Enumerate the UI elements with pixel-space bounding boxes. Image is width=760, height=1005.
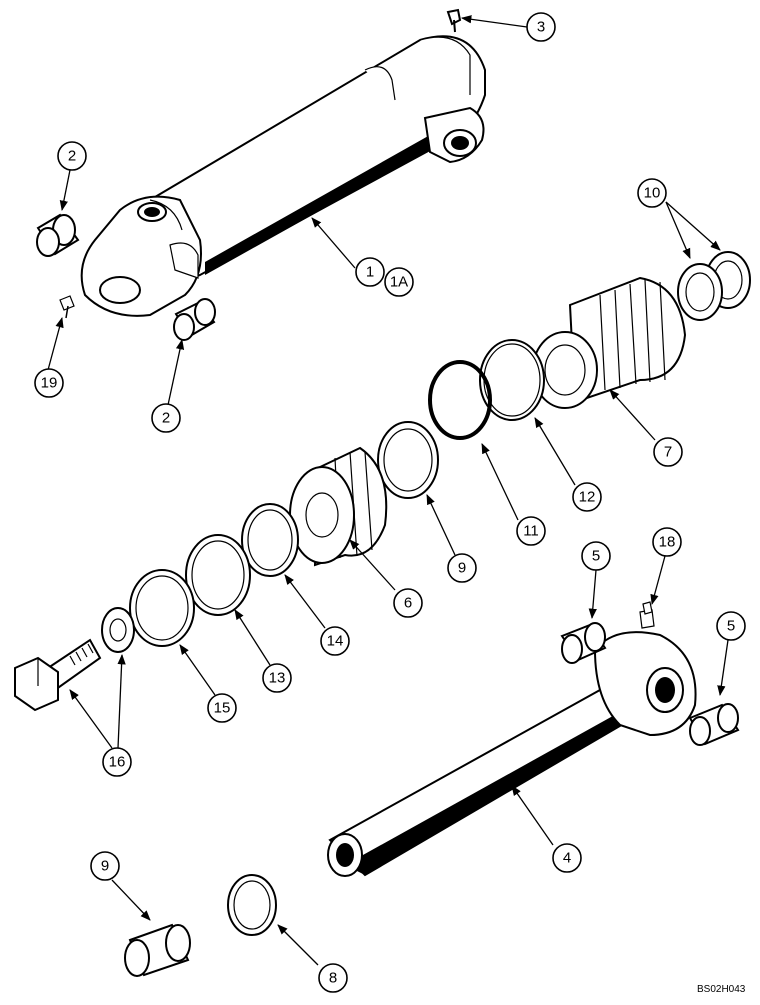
callout-label: 8	[329, 970, 337, 987]
callout-label: 14	[327, 633, 344, 650]
callout-label: 16	[109, 754, 126, 771]
callout-label: 2	[162, 410, 170, 427]
bushing-upper-left	[36, 213, 80, 257]
callout-16: 16	[102, 747, 132, 777]
callout-5-left: 5	[581, 541, 611, 571]
callout-3: 3	[526, 12, 556, 42]
callout-label: 15	[214, 700, 231, 717]
callout-11: 11	[516, 516, 546, 546]
callout-label: 18	[659, 534, 676, 551]
ring-13	[185, 534, 251, 616]
seal-rings	[677, 251, 751, 321]
callout-4: 4	[552, 843, 582, 873]
callout-13: 13	[262, 663, 292, 693]
callout-18: 18	[652, 527, 682, 557]
callout-19: 19	[34, 368, 64, 398]
gland	[532, 276, 687, 409]
leader-lines	[47, 15, 729, 966]
bushing-9-lower	[124, 923, 191, 977]
callout-label: 19	[41, 375, 58, 392]
ring-8	[227, 874, 277, 936]
callout-6: 6	[393, 588, 423, 618]
callout-label: 10	[644, 185, 661, 202]
ring-15	[129, 569, 195, 647]
callout-15: 15	[207, 693, 237, 723]
callout-2-lower: 2	[151, 403, 181, 433]
bushing-upper-right	[173, 298, 216, 341]
bushing-rod-left	[560, 622, 607, 664]
callout-7: 7	[653, 437, 683, 467]
callout-1a: 1A	[384, 267, 414, 297]
callout-label: 5	[727, 618, 735, 635]
callout-label: 2	[68, 148, 76, 165]
piston	[289, 446, 388, 567]
callout-9-upper: 9	[447, 553, 477, 583]
grease-fitting-rod	[639, 601, 655, 629]
drawing-reference-code: BS02H043	[697, 984, 746, 995]
callout-label: 9	[458, 560, 466, 577]
o-ring-11	[428, 360, 492, 440]
callout-label: 3	[537, 19, 545, 36]
callout-8: 8	[318, 963, 348, 993]
ring-14	[241, 503, 299, 577]
wear-ring-9-upper	[377, 421, 439, 499]
callout-label: 11	[523, 523, 539, 540]
callout-9-lower: 9	[90, 851, 120, 881]
bolt-16	[14, 638, 102, 712]
callout-label: 9	[101, 858, 109, 875]
bleed-screw	[446, 8, 462, 33]
backup-ring-12	[479, 339, 545, 421]
callout-label: 1	[366, 264, 374, 281]
callout-12: 12	[572, 482, 602, 512]
callout-label: 12	[579, 489, 596, 506]
callout-14: 14	[320, 626, 350, 656]
washer-16	[101, 607, 135, 653]
grease-fitting-barrel	[59, 295, 75, 319]
callout-label: 1A	[390, 274, 408, 291]
bushing-rod-right	[688, 703, 740, 746]
callout-10: 10	[637, 178, 667, 208]
callout-label: 4	[563, 850, 571, 867]
callout-2-upper: 2	[57, 141, 87, 171]
callout-5-right: 5	[716, 611, 746, 641]
callout-label: 13	[269, 670, 286, 687]
callout-label: 7	[664, 444, 672, 461]
callout-1: 1	[355, 257, 385, 287]
piston-rod	[327, 631, 697, 877]
callout-label: 5	[592, 548, 600, 565]
callout-label: 6	[404, 595, 412, 612]
cylinder-barrel	[80, 35, 486, 317]
